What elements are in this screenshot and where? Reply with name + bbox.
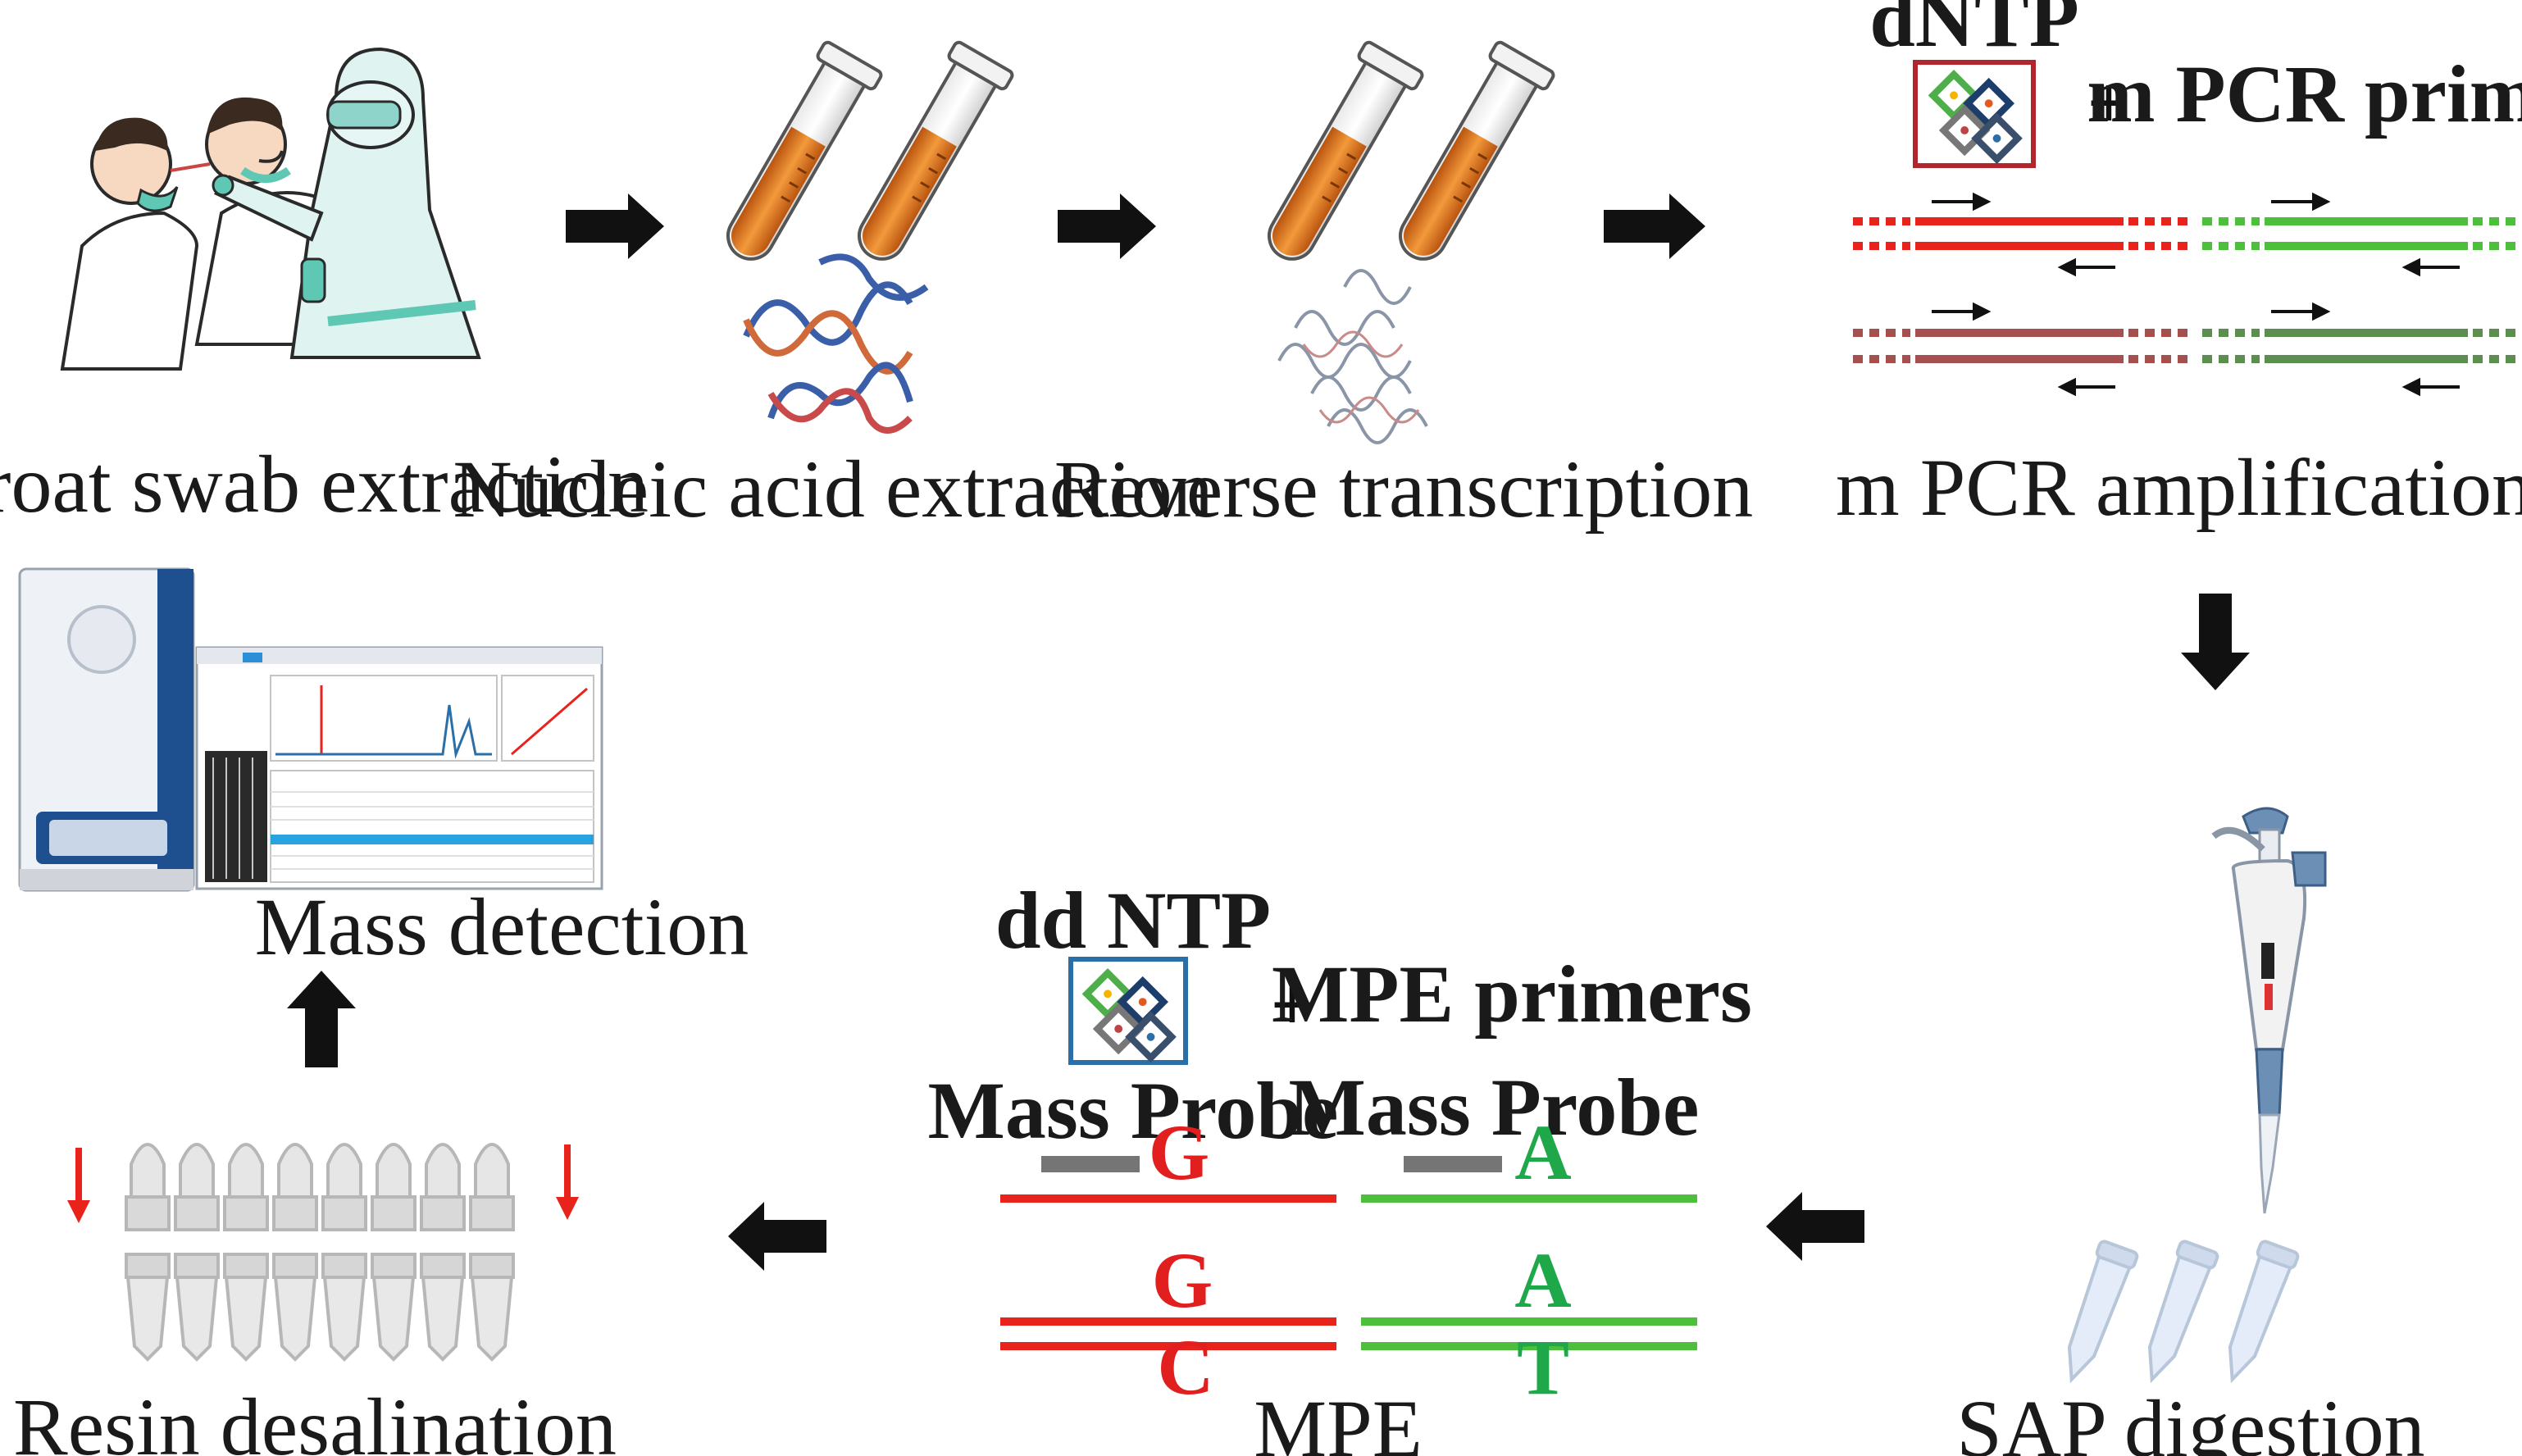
base-a-top: A	[1514, 1108, 1571, 1196]
label-resin-desalination: Resin desalination	[13, 1381, 617, 1456]
plus-sign-mpe: +	[1271, 962, 1313, 1046]
mass-detection-illustration	[18, 567, 603, 892]
mpcr-amplification-illustration	[1853, 192, 2522, 397]
base-g-top: G	[1149, 1108, 1210, 1196]
ddntp-box-icon	[1068, 957, 1188, 1065]
resin-desalination-illustration	[67, 1143, 579, 1361]
nucleic-acid-illustration	[709, 39, 1016, 434]
label-nucleic-acid: Nucleic acid extraction	[453, 444, 1213, 535]
throat-swab-illustration	[60, 47, 481, 371]
label-mpe: MPE	[1254, 1383, 1423, 1456]
mpcr-primers-label: m PCR primers	[2087, 48, 2522, 139]
mpe-primers-label: MPE primers	[1272, 949, 1752, 1040]
label-throat-swab: Throat swab extraction	[0, 439, 649, 530]
arrow-left-2-icon	[728, 1202, 826, 1271]
base-t-bottom: T	[1517, 1323, 1569, 1411]
label-mass-detection: Mass detection	[255, 881, 749, 972]
label-reverse-transcription: Reverse transcription	[1054, 444, 1754, 535]
red-down-arrow-right-icon	[556, 1144, 579, 1220]
label-mpcr-amplification: m PCR amplification	[1836, 442, 2522, 533]
arrow-right-2-icon	[1058, 193, 1156, 259]
arrow-up-icon	[287, 971, 356, 1067]
label-sap-digestion: SAP digestion	[1956, 1383, 2424, 1456]
base-g-middle: G	[1152, 1236, 1213, 1324]
base-c-bottom: C	[1157, 1323, 1213, 1411]
dntp-box-icon	[1913, 60, 2036, 168]
arrow-right-1-icon	[566, 193, 664, 259]
dntp-label: dNTP	[1869, 0, 2079, 64]
arrow-down-icon	[2181, 594, 2250, 690]
base-a-middle: A	[1514, 1236, 1571, 1324]
arrow-right-3-icon	[1604, 193, 1705, 259]
arrow-left-1-icon	[1766, 1192, 1864, 1261]
sap-digestion-illustration	[2051, 807, 2327, 1388]
mpe-illustration	[1000, 1156, 1697, 1350]
mass-probe-left-label: Mass Probe	[928, 1065, 1339, 1156]
reverse-transcription-illustration	[1250, 39, 1557, 444]
plus-sign-mpcr: +	[2087, 61, 2130, 144]
mass-probe-right-label: Mass Probe	[1289, 1062, 1700, 1153]
red-down-arrow-left-icon	[67, 1148, 90, 1223]
ddntp-label: dd NTP	[995, 875, 1271, 966]
